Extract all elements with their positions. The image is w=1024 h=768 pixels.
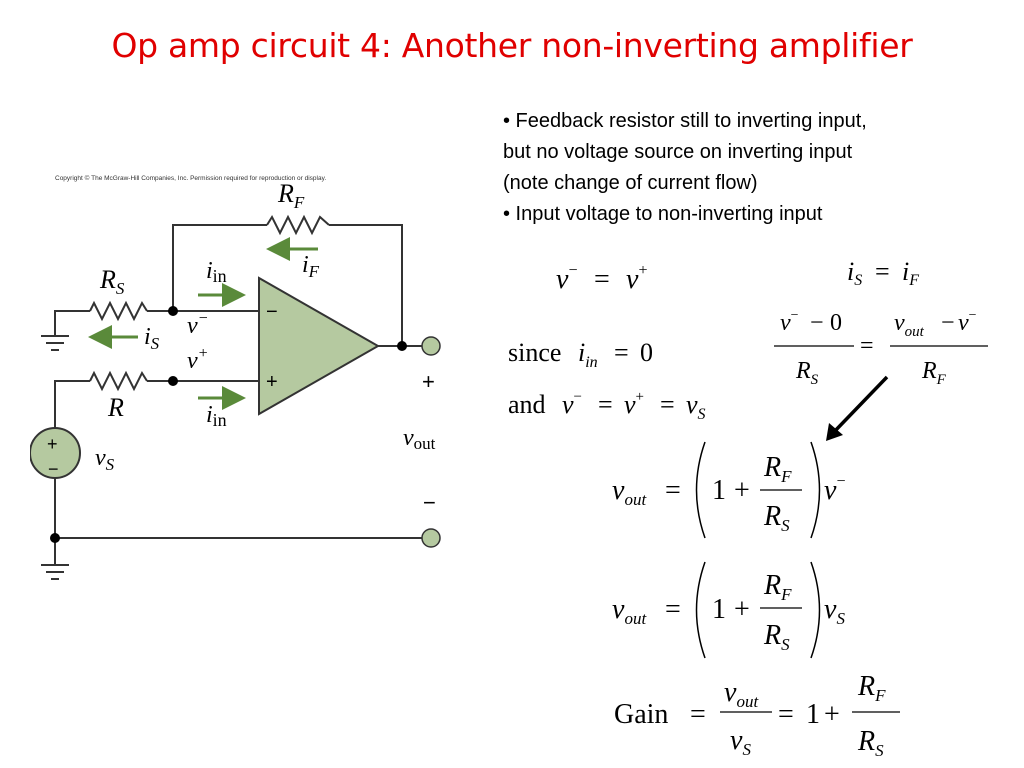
svg-text:vout: vout	[612, 475, 647, 509]
svg-text:=: =	[860, 333, 874, 359]
svg-text:RF: RF	[763, 452, 792, 486]
svg-text:v−: v−	[556, 262, 577, 295]
equations: v− = v+ iS = iF since iin = 0 and v− = v…	[508, 257, 988, 760]
junction-node	[397, 341, 407, 351]
eq-since-iin-zero: since iin = 0	[508, 338, 653, 371]
svg-text:iF: iF	[902, 257, 919, 289]
svg-text:+: +	[734, 594, 750, 625]
vs-label: vS	[95, 445, 115, 474]
circuit-diagram: Copyright © The McGraw-Hill Companies, I…	[30, 174, 441, 580]
svg-text:0: 0	[640, 338, 653, 367]
vout-label: vout	[403, 425, 436, 453]
derivation-arrowhead-icon	[826, 423, 843, 441]
svg-text:and: and	[508, 390, 546, 419]
svg-text:vS: vS	[824, 594, 845, 628]
junction-node	[168, 306, 178, 316]
svg-text:v−: v−	[562, 389, 582, 419]
svg-text:RF: RF	[921, 358, 947, 388]
svg-text:v−: v−	[958, 308, 977, 336]
svg-text:vS: vS	[686, 390, 706, 423]
svg-text:iS: iS	[847, 257, 862, 289]
svg-text:iin: iin	[578, 338, 598, 371]
output-minus-sign: −	[423, 490, 436, 515]
iin-label: iin	[206, 402, 227, 430]
svg-text:=: =	[875, 257, 890, 286]
opamp-triangle	[258, 276, 381, 416]
output-terminal	[421, 528, 441, 548]
opamp-plus-sign: +	[266, 371, 278, 393]
svg-text:+: +	[734, 475, 750, 506]
svg-text:v−: v−	[780, 308, 799, 336]
eq-vminus-equals-vplus: v− = v+	[556, 262, 647, 295]
rs-resistor	[89, 300, 148, 322]
svg-text:=: =	[660, 390, 675, 419]
svg-text:v−: v−	[824, 473, 845, 506]
svg-text:−: −	[810, 310, 824, 336]
r-resistor	[89, 370, 148, 392]
svg-text:RS: RS	[763, 501, 790, 535]
svg-text:=: =	[594, 264, 610, 295]
eq-is-equals-if: iS = iF	[847, 257, 919, 289]
slide-title: Op amp circuit 4: Another non-inverting …	[111, 26, 913, 65]
derivation-arrow-icon	[831, 375, 889, 435]
svg-text:v+: v+	[624, 389, 644, 419]
svg-text:−: −	[941, 310, 955, 336]
rf-label: RF	[277, 179, 305, 212]
svg-text:=: =	[665, 475, 681, 506]
vplus-label: v+	[187, 345, 208, 374]
svg-text:RF: RF	[857, 671, 886, 705]
is-label: iS	[144, 324, 160, 353]
source-minus-sign: −	[48, 459, 59, 479]
bullet-line: (note change of current flow)	[503, 172, 758, 194]
eq-gain: Gain = vout vS = 1 + RF RS	[614, 671, 900, 760]
svg-text:1: 1	[712, 594, 726, 625]
svg-text:RS: RS	[763, 620, 790, 654]
r-label: R	[107, 393, 124, 422]
voltage-source-icon	[30, 427, 81, 479]
copyright-notice: Copyright © The McGraw-Hill Companies, I…	[55, 174, 326, 182]
svg-text:RS: RS	[857, 726, 884, 760]
iin-label: iin	[206, 258, 227, 286]
bullet-list: • Feedback resistor still to inverting i…	[503, 106, 1003, 230]
rs-label: RS	[99, 265, 125, 298]
junction-node	[168, 376, 178, 386]
vminus-label: v−	[187, 310, 208, 339]
svg-text:=: =	[614, 338, 629, 367]
svg-text:=: =	[690, 699, 706, 730]
svg-text:Gain: Gain	[614, 699, 668, 730]
if-label: iF	[302, 252, 320, 281]
svg-text:RS: RS	[795, 358, 819, 388]
svg-text:1: 1	[712, 475, 726, 506]
eq-vout-vminus: vout = 1 + RF RS v−	[612, 441, 845, 539]
svg-text:=: =	[665, 594, 681, 625]
svg-text:v+: v+	[626, 262, 647, 295]
svg-text:vout: vout	[724, 677, 759, 711]
svg-text:vout: vout	[612, 594, 647, 628]
svg-text:0: 0	[830, 310, 842, 336]
eq-and-v-equals-vs: and v− = v+ = vS	[508, 389, 706, 423]
output-terminal	[421, 336, 441, 356]
svg-text:=: =	[598, 390, 613, 419]
ground-icon	[41, 564, 69, 580]
rf-resistor	[266, 214, 330, 236]
output-plus-sign: +	[422, 369, 435, 394]
eq-current-balance: v− − 0 RS = vout − v− RF	[774, 308, 988, 388]
svg-text:vS: vS	[730, 725, 751, 759]
bullet-line: but no voltage source on inverting input	[503, 141, 853, 163]
svg-text:vout: vout	[894, 310, 925, 340]
bullet-line: • Feedback resistor still to inverting i…	[503, 110, 867, 132]
junction-node	[50, 533, 60, 543]
svg-text:+: +	[824, 699, 840, 730]
ground-icon	[41, 335, 69, 351]
opamp-minus-sign: −	[266, 301, 278, 323]
eq-vout-vs: vout = 1 + RF RS vS	[612, 561, 845, 659]
bullet-line: • Input voltage to non-inverting input	[503, 203, 823, 225]
source-plus-sign: +	[47, 434, 58, 454]
svg-text:=: =	[778, 699, 794, 730]
svg-text:1: 1	[806, 699, 820, 730]
svg-text:RF: RF	[763, 570, 792, 604]
svg-text:since: since	[508, 338, 561, 367]
